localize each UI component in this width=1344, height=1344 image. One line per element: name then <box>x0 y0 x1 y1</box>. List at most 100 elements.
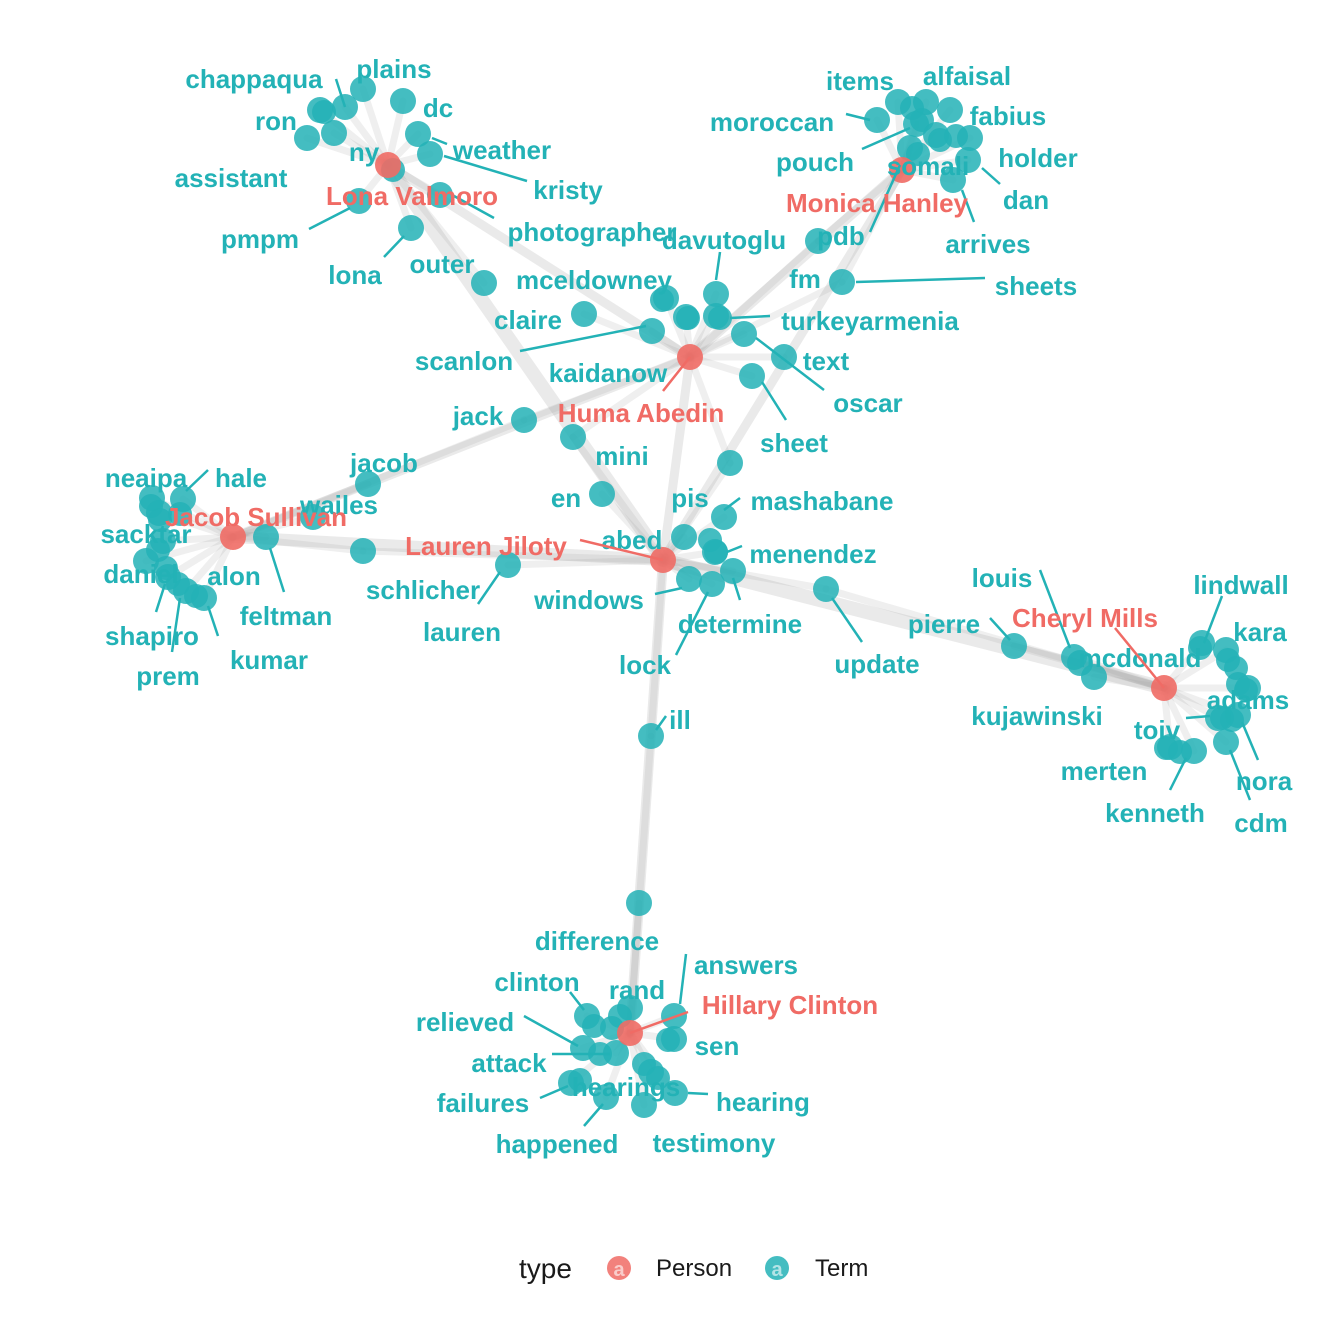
term-label-mini: mini <box>595 441 648 471</box>
edge-lauren-jiloty-hillary-clinton <box>625 555 668 1038</box>
term-label-chappaqua: chappaqua <box>185 64 323 94</box>
term-label-daniel: daniel <box>103 559 178 589</box>
term-node-wailes <box>300 504 326 530</box>
term-label-dc: dc <box>423 93 453 123</box>
person-label-monica-hanley: Monica Hanley <box>786 188 969 218</box>
legend-person-key <box>607 1256 631 1280</box>
person-label-lona-valmoro: Lona Valmoro <box>326 181 498 211</box>
leader-line-answers <box>678 953 688 1005</box>
leader-line-lona <box>383 235 405 258</box>
term-label-pouch: pouch <box>776 147 854 177</box>
term-node-alfaisal <box>913 89 939 115</box>
term-label-feltman: feltman <box>240 601 332 631</box>
term-node-items <box>885 89 911 115</box>
term-node-holder <box>957 125 983 151</box>
term-node-nora <box>1225 702 1251 728</box>
term-node-pmpm <box>346 188 372 214</box>
term-label-adams: adams <box>1207 685 1289 715</box>
term-node-arrives <box>940 167 966 193</box>
term-label-hearings: hearings <box>572 1072 680 1102</box>
term-label-kumar: kumar <box>230 645 308 675</box>
nodes-layer <box>133 76 1261 1118</box>
leader-line-toiv <box>1185 714 1211 720</box>
term-node-fabius <box>937 97 963 123</box>
person-node-jacob-sullivan <box>220 524 246 550</box>
leader-line-scanlon <box>519 324 647 353</box>
leader-line-kristy <box>443 154 528 183</box>
term-node-cdm <box>1213 729 1239 755</box>
term-label-photographer: photographer <box>508 217 677 247</box>
term-node-en <box>589 481 615 507</box>
term-node-hearing <box>662 1080 688 1106</box>
legend-person-label: Person <box>656 1255 732 1282</box>
leader-line-cdm <box>1228 749 1252 801</box>
leader-line-oscar <box>755 337 825 391</box>
edge-lona-valmoro-outer <box>384 161 488 287</box>
term-label-pierre: pierre <box>908 609 980 639</box>
leader-line-nora <box>1240 721 1260 761</box>
term-node-windows <box>676 566 702 592</box>
edge-lauren-jiloty-ill <box>647 556 667 740</box>
term-node-update <box>813 576 839 602</box>
term-label-nora: nora <box>1236 766 1293 796</box>
term-node-moroccan <box>864 107 890 133</box>
term-label-menendez: menendez <box>749 539 876 569</box>
term-label-attack: attack <box>471 1048 547 1078</box>
leader-line-photographer <box>453 194 495 220</box>
legend-title: type <box>519 1253 572 1284</box>
term-label-abed: abed <box>602 525 663 555</box>
term-node-lindwall <box>1189 630 1215 656</box>
term-node-ron <box>307 97 333 123</box>
term-node-jack <box>511 407 537 433</box>
term-label-holder: holder <box>998 143 1077 173</box>
leader-line-kenneth <box>1168 757 1188 791</box>
leader-line-pmpm <box>308 206 351 231</box>
term-node-attack <box>603 1040 629 1066</box>
term-node-pierre <box>1001 633 1027 659</box>
term-label-merten: merten <box>1061 756 1148 786</box>
term-label-schlicher: schlicher <box>366 575 480 605</box>
edge-huma-abedin-fm <box>686 237 822 361</box>
term-node-shapiro <box>155 564 181 590</box>
term-label-louis: louis <box>972 563 1033 593</box>
edge-huma-abedin-sheets <box>686 278 846 361</box>
edge-huma-abedin-pis <box>686 353 734 467</box>
leader-line-lock <box>674 591 710 656</box>
term-label-pmpm: pmpm <box>221 224 299 254</box>
term-label-scanlon: scanlon <box>415 346 513 376</box>
term-label-kara: kara <box>1233 617 1287 647</box>
term-node-kristy <box>417 141 443 167</box>
term-label-difference: difference <box>535 926 659 956</box>
term-label-cdm: cdm <box>1234 808 1287 838</box>
leader-line-moroccan <box>845 112 871 122</box>
term-node-claire <box>571 301 597 327</box>
term-label-lock: lock <box>619 650 672 680</box>
leader-line-shapiro <box>154 583 167 613</box>
edge-monica-hanley-fm <box>814 166 906 245</box>
term-node-feltman <box>253 524 279 550</box>
leader-line-clinton <box>569 991 585 1011</box>
leader-line-happened <box>583 1103 604 1127</box>
term-label-assistant: assistant <box>175 163 288 193</box>
person-label-huma-abedin: Huma Abedin <box>558 398 725 428</box>
term-node-lock <box>699 571 725 597</box>
term-label-mashabane: mashabane <box>750 486 893 516</box>
term-node-adams <box>1235 675 1261 701</box>
term-label-shapiro: shapiro <box>105 621 199 651</box>
person-label-hillary-clinton: Hillary Clinton <box>702 990 878 1020</box>
term-node-sheet <box>739 363 765 389</box>
edge-lona-valmoro-lauren-jiloty <box>381 158 670 567</box>
term-label-testimony: testimony <box>653 1128 776 1158</box>
term-label-weather: weather <box>452 135 551 165</box>
legend-term-key-glyph: a <box>771 1259 783 1281</box>
term-node-kenneth <box>1181 738 1207 764</box>
leader-line-huma-abedin <box>662 356 691 392</box>
term-node-jacob <box>355 471 381 497</box>
term-label-failures: failures <box>437 1088 530 1118</box>
term-label-sheets: sheets <box>995 271 1077 301</box>
term-node-assistant <box>294 125 320 151</box>
term-node-menendez <box>702 539 728 565</box>
legend: type a Person a Term <box>519 1253 868 1284</box>
term-label-happened: happened <box>496 1129 619 1159</box>
leader-line-windows <box>654 586 683 596</box>
